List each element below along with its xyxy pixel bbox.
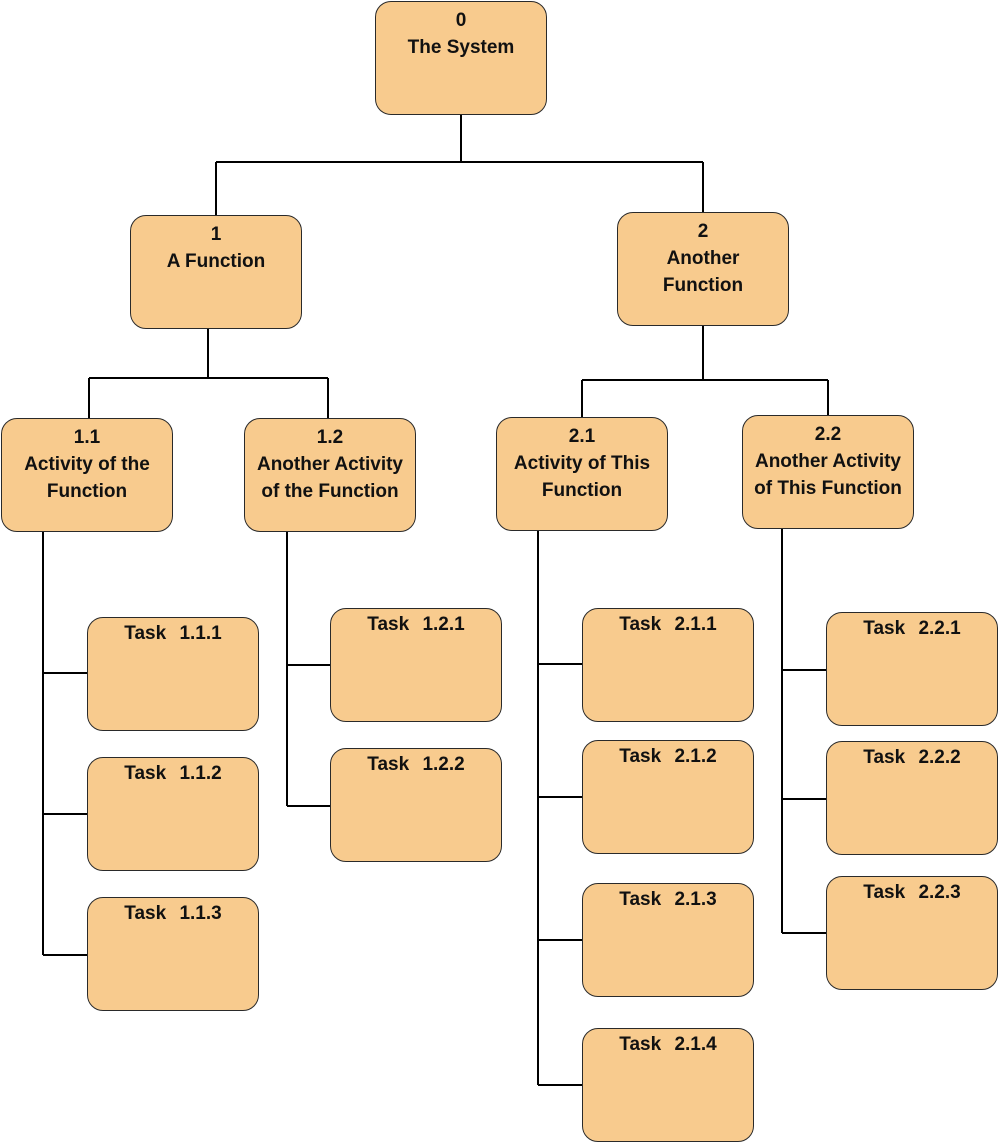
- node-label: Task 2.1.3: [619, 889, 717, 910]
- node-label: Task 1.1.1: [124, 623, 222, 644]
- node-id: 1: [210, 224, 222, 245]
- node-label: Task 2.2.2: [863, 747, 961, 768]
- node-task-2-1-3: Task 2.1.3: [582, 883, 754, 997]
- node-label-line2: of This Function: [754, 478, 902, 499]
- node-label-line1: Another Activity: [754, 451, 902, 472]
- node-label-line1: Activity of the: [24, 454, 150, 475]
- node-task-1-1-1: Task 1.1.1: [87, 617, 259, 731]
- node-label: Task 1.1.3: [124, 903, 222, 924]
- node-task-1-2-2: Task 1.2.2: [330, 748, 502, 862]
- node-task-2-2-2: Task 2.2.2: [826, 741, 998, 855]
- node-label: A Function: [166, 251, 266, 272]
- node-id: 2.1: [568, 426, 596, 447]
- node-label: Task 1.1.2: [124, 763, 222, 784]
- node-label-line2: of the Function: [261, 481, 399, 502]
- node-id: 2.2: [814, 424, 842, 445]
- node-root: 0 The System: [375, 1, 547, 115]
- node-label: Task 1.2.2: [367, 754, 465, 775]
- node-task-2-2-1: Task 2.2.1: [826, 612, 998, 726]
- node-id: 2: [697, 221, 709, 242]
- node-label: Task 2.2.1: [863, 618, 961, 639]
- node-task-2-2-3: Task 2.2.3: [826, 876, 998, 990]
- node-label-line1: Activity of This: [513, 453, 651, 474]
- node-task-2-1-1: Task 2.1.1: [582, 608, 754, 722]
- node-task-1-2-1: Task 1.2.1: [330, 608, 502, 722]
- node-activity-1-2: 1.2 Another Activity of the Function: [244, 418, 416, 532]
- node-label: The System: [407, 37, 515, 58]
- node-label: Task 2.1.1: [619, 614, 717, 635]
- node-label-line2: Function: [46, 481, 128, 502]
- node-id: 1.2: [316, 427, 344, 448]
- node-task-1-1-3: Task 1.1.3: [87, 897, 259, 1011]
- node-activity-1-1: 1.1 Activity of the Function: [1, 418, 173, 532]
- node-label-line1: Another Activity: [256, 454, 404, 475]
- node-id: 1.1: [73, 427, 101, 448]
- node-label: Task 1.2.1: [367, 614, 465, 635]
- node-label: Task 2.1.4: [619, 1034, 717, 1055]
- node-label: Another Function: [662, 248, 744, 296]
- node-task-1-1-2: Task 1.1.2: [87, 757, 259, 871]
- node-label: Task 2.1.2: [619, 746, 717, 767]
- node-function-2: 2 Another Function: [617, 212, 789, 326]
- node-label-line2: Function: [541, 480, 623, 501]
- node-id: 0: [455, 10, 467, 31]
- node-activity-2-2: 2.2 Another Activity of This Function: [742, 415, 914, 529]
- node-task-2-1-4: Task 2.1.4: [582, 1028, 754, 1142]
- node-label: Task 2.2.3: [863, 882, 961, 903]
- node-function-1: 1 A Function: [130, 215, 302, 329]
- node-task-2-1-2: Task 2.1.2: [582, 740, 754, 854]
- node-activity-2-1: 2.1 Activity of This Function: [496, 417, 668, 531]
